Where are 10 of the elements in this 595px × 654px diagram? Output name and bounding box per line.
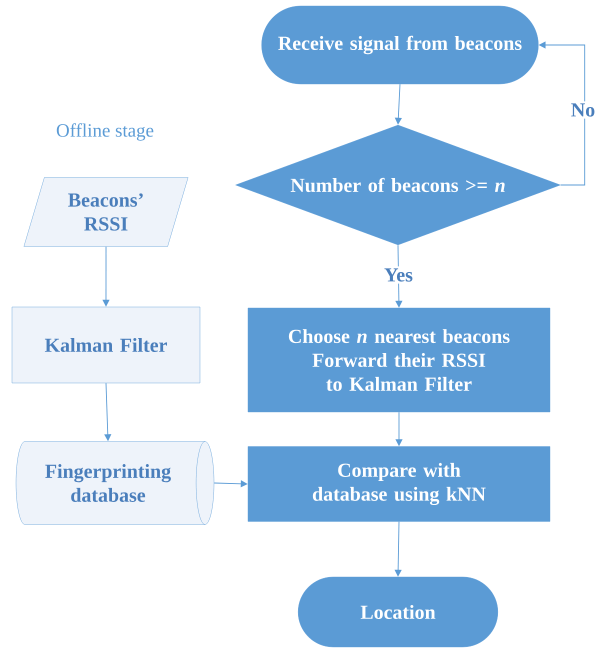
terminator: Location xyxy=(298,576,498,648)
edge-label: No xyxy=(571,103,594,117)
input-parallelogram: Beacons’ RSSI xyxy=(24,177,188,247)
terminator: Receive signal from beacons xyxy=(261,6,539,84)
process-box: Choose n nearest beacons Forward their RSSI to Kalman Filter xyxy=(248,308,550,412)
process-box: Compare with database using kNN xyxy=(248,446,550,522)
database-cylinder: Fingerprinting database xyxy=(16,441,214,525)
edge-label: Yes xyxy=(384,268,412,282)
process-box: Kalman Filter xyxy=(12,306,200,384)
stage-label: Offline stage xyxy=(56,123,154,141)
